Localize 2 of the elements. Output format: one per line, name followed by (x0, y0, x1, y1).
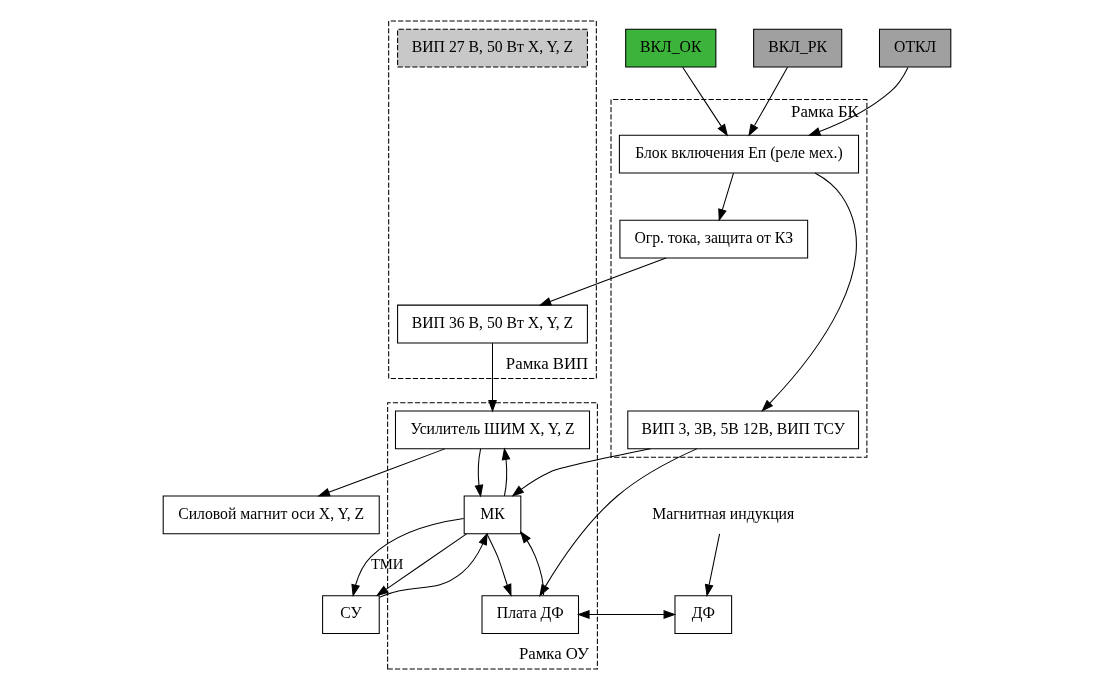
edge-label: ТМИ (370, 555, 404, 572)
node-text: Магнитная индукция (652, 504, 795, 522)
